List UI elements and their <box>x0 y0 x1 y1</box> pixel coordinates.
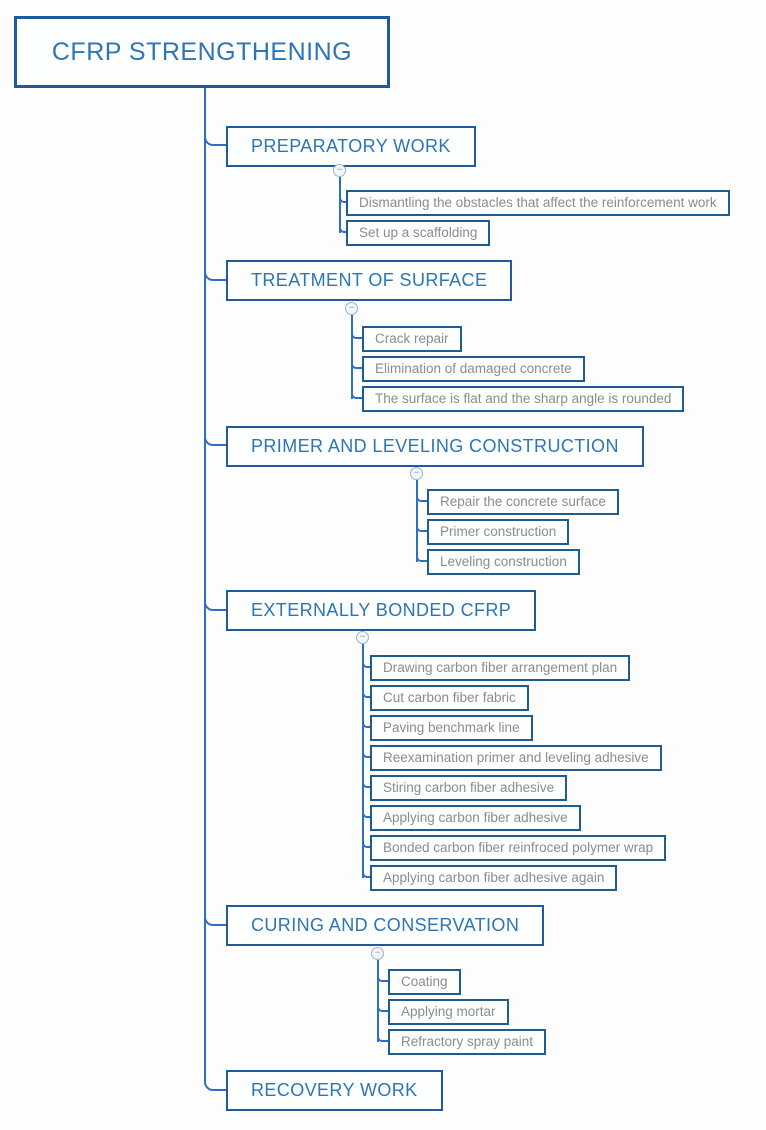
subtopic-box[interactable]: Crack repair <box>362 326 462 352</box>
connector-stub <box>377 1030 390 1042</box>
minus-glyph: − <box>359 631 366 643</box>
connector-stub <box>362 806 372 818</box>
connector-elbow-treatment <box>204 263 228 281</box>
connector-stub <box>377 1000 390 1012</box>
connector-stub <box>362 746 372 758</box>
minus-glyph: − <box>374 947 381 959</box>
connector-stub <box>351 387 364 399</box>
collapse-icon[interactable]: − <box>410 467 423 480</box>
subtopic-box[interactable]: Applying carbon fiber adhesive again <box>370 865 618 891</box>
subtopic-box[interactable]: The surface is flat and the sharp angle … <box>362 386 685 412</box>
branch-box-curing-and-conservation[interactable]: CURING AND CONSERVATION <box>226 905 545 946</box>
branch-box-primer-and-leveling[interactable]: PRIMER AND LEVELING CONSTRUCTION <box>226 426 644 467</box>
subtopic-box[interactable]: Leveling construction <box>427 549 580 575</box>
subtopic-box[interactable]: Applying mortar <box>388 999 509 1025</box>
minus-glyph: − <box>336 164 343 176</box>
subtopic-box[interactable]: Paving benchmark line <box>370 715 533 741</box>
connector-stub <box>377 970 390 982</box>
subtopic-box[interactable]: Coating <box>388 969 461 995</box>
subtopic-box[interactable]: Bonded carbon fiber reinfroced polymer w… <box>370 835 667 861</box>
connector-stub <box>416 490 429 502</box>
branch-box-recovery-work[interactable]: RECOVERY WORK <box>226 1070 443 1111</box>
branch-box-externally-bonded-cfrp[interactable]: EXTERNALLY BONDED CFRP <box>226 590 537 631</box>
connector-stub <box>362 776 372 788</box>
subtopic-box[interactable]: Elimination of damaged concrete <box>362 356 585 382</box>
minus-glyph: − <box>413 467 420 479</box>
collapse-icon[interactable]: − <box>333 164 346 177</box>
minus-glyph: − <box>348 302 355 314</box>
collapse-icon[interactable]: − <box>345 302 358 315</box>
branch-box-preparatory-work[interactable]: PREPARATORY WORK <box>226 126 476 167</box>
collapse-icon[interactable]: − <box>356 631 369 644</box>
connector-elbow-preparatory <box>204 128 228 146</box>
connector-trunk-line <box>204 88 206 1076</box>
connector-stub <box>362 686 372 698</box>
connector-stub <box>362 716 372 728</box>
connector-elbow-curing <box>204 908 228 926</box>
connector-stub <box>416 550 429 562</box>
connector-stub <box>351 327 364 339</box>
subtopic-box[interactable]: Primer construction <box>427 519 570 545</box>
connector-stub <box>362 656 372 668</box>
subtopic-box[interactable]: Reexamination primer and leveling adhesi… <box>370 745 662 771</box>
connector-stub <box>351 357 364 369</box>
subtopic-box[interactable]: Drawing carbon fiber arrangement plan <box>370 655 631 681</box>
connector-stub <box>362 866 372 878</box>
connector-stub <box>416 520 429 532</box>
subtopic-box[interactable]: Refractory spray paint <box>388 1029 547 1055</box>
connector-elbow-primer <box>204 428 228 446</box>
connector-elbow-externally <box>204 593 228 611</box>
connector-stub <box>362 836 372 848</box>
collapse-icon[interactable]: − <box>371 947 384 960</box>
connector-stub <box>339 191 348 203</box>
subtopic-box[interactable]: Dismantling the obstacles that affect th… <box>346 190 730 216</box>
subtopic-box[interactable]: Set up a scaffolding <box>346 220 491 246</box>
root-topic-box[interactable]: CFRP STRENGTHENING <box>14 16 390 88</box>
connector-branch-line <box>362 644 364 878</box>
subtopic-box[interactable]: Cut carbon fiber fabric <box>370 685 529 711</box>
subtopic-box[interactable]: Stiring carbon fiber adhesive <box>370 775 568 801</box>
connector-stub <box>339 221 348 233</box>
connector-branch-line <box>339 177 341 233</box>
subtopic-box[interactable]: Applying carbon fiber adhesive <box>370 805 581 831</box>
subtopic-box[interactable]: Repair the concrete surface <box>427 489 619 515</box>
branch-box-treatment-of-surface[interactable]: TREATMENT OF SURFACE <box>226 260 513 301</box>
connector-elbow-recovery <box>204 1073 228 1091</box>
